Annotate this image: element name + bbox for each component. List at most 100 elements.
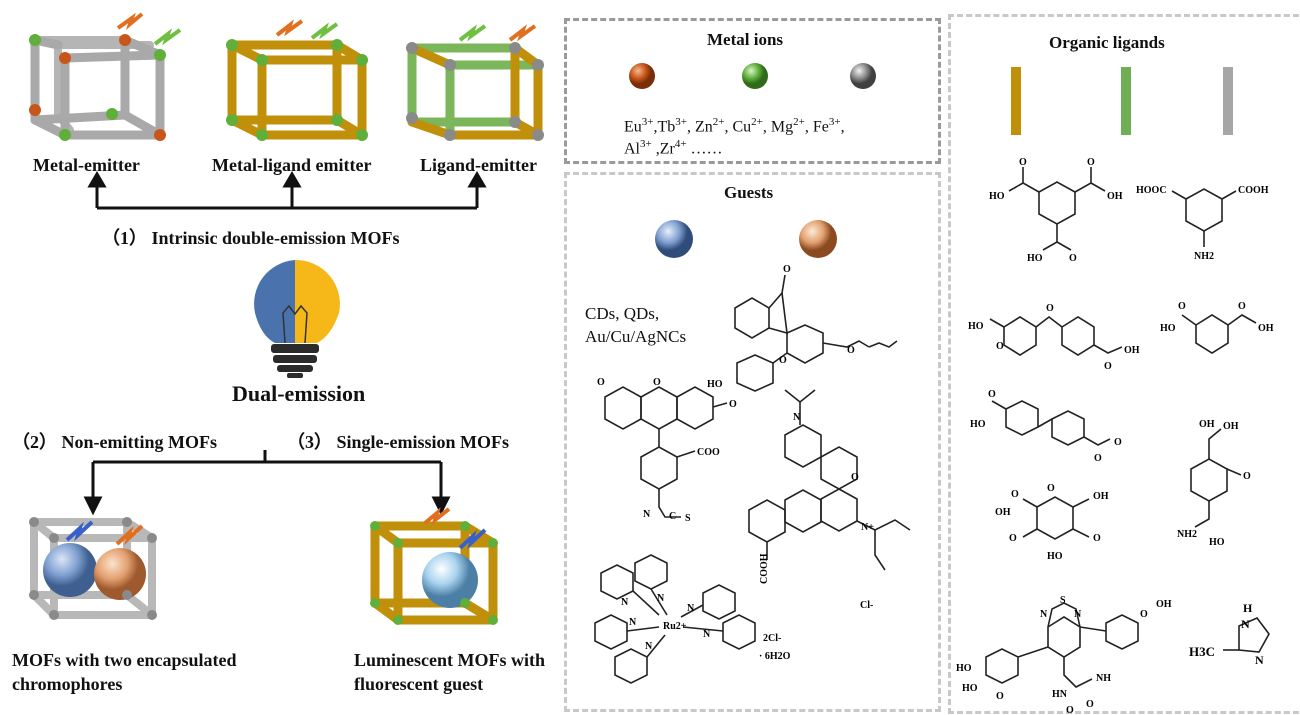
svg-text:HO: HO [707,379,723,390]
svg-text:O: O [847,345,855,356]
aminoisophthalic-acid-structure: HOOC COOH NH2 [1136,185,1269,262]
aminoterephthalic-acid-structure: OH OH O NH2 HO [1177,419,1251,548]
svg-text:NH2: NH2 [1194,251,1214,262]
svg-text:N: N [1040,609,1048,620]
svg-text:COOH: COOH [759,553,770,584]
svg-text:N: N [657,593,665,604]
svg-text:O: O [1066,705,1074,715]
svg-text:N: N [1255,653,1264,667]
svg-text:O: O [1140,609,1148,620]
ligand-bar-grey [1223,67,1233,135]
connector-guest [83,450,451,516]
svg-text:O: O [851,472,859,483]
svg-text:O: O [1094,453,1102,464]
connector-intrinsic [87,171,487,210]
svg-text:O: O [996,691,1004,702]
label-metal-ligand-emitter: Metal-ligand emitter [212,155,372,175]
metal-ions-panel: Metal ions Eu3+,Tb3+, Zn2+, Cu2+, Mg2+, … [564,18,941,164]
svg-text:NH2: NH2 [1177,529,1197,540]
svg-text:Cl-: Cl- [860,600,873,611]
svg-text:O: O [1047,483,1055,494]
oxybisbenzoic-acid-structure: HO OH O O O [968,303,1140,372]
svg-text:O: O [779,355,787,366]
svg-text:H: H [1243,601,1253,615]
label-metal-emitter: Metal-emitter [33,155,140,175]
dihydroxyterephthalic-acid-structure: O OH O OH O HO O [995,483,1109,562]
cube-ligand-emitter [406,24,544,141]
ligand-bar-green [1121,67,1131,135]
label-fluorescent-guest-1: Luminescent MOFs with [354,650,545,670]
svg-text:OH: OH [1107,191,1123,202]
svg-text:O: O [996,341,1004,352]
svg-text:HOOC: HOOC [1136,185,1167,196]
isophthalic-acid-structure: HO O O OH [1160,301,1274,354]
svg-text:HO: HO [1160,323,1176,334]
svg-text:N: N [703,629,711,640]
svg-text:HO: HO [962,683,978,694]
label-intrinsic-double-emission: （1） Intrinsic double-emission MOFs [102,228,400,248]
svg-text:O: O [653,377,661,388]
svg-text:O: O [1011,489,1019,500]
svg-text:HO: HO [1209,537,1225,548]
svg-text:O: O [1104,361,1112,372]
svg-text:HO: HO [1027,253,1043,264]
svg-text:N: N [621,597,629,608]
ligand-bar-gold [1011,67,1021,135]
svg-text:N: N [1241,617,1250,631]
guest-nanomaterials-line1: CDs, QDs, [585,304,660,323]
benzothiadiazole-ligand-structure: HO S N N OH O HO O NH HN O O [956,595,1172,715]
guest-nanomaterials-line2: Au/Cu/AgNCs [585,327,687,346]
cube-two-chromophores [29,517,157,620]
svg-text:O: O [1243,471,1251,482]
svg-text:Ru2+: Ru2+ [663,621,687,632]
ru-bipyridine-structure: N N N N N N Ru2+ 2Cl- · 6H2O [594,554,791,684]
label-fluorescent-guest-2: fluorescent guest [354,674,484,694]
svg-text:HO: HO [970,419,986,430]
metal-ions-list-line1: Eu3+,Tb3+, Zn2+, Cu2+, Mg2+, Fe3+, [624,116,845,136]
svg-text:O: O [1009,533,1017,544]
metal-ions-title: Metal ions [707,30,784,49]
ligand-color-bars [1011,67,1233,135]
svg-text:O: O [1093,533,1101,544]
svg-text:N: N [687,603,695,614]
fluorescein-acrylate-labels: HO [707,379,723,390]
svg-text:O: O [729,399,737,410]
fluorescein-acrylate-structure: O O O [734,264,898,392]
svg-text:· 6H2O: · 6H2O [759,651,791,662]
label-single-emission-mofs: （3） Single-emission MOFs [287,432,510,452]
label-dual-emission: Dual-emission [232,381,366,406]
svg-text:O: O [1178,301,1186,312]
svg-text:H3C: H3C [1189,644,1215,659]
svg-text:O: O [1086,699,1094,710]
svg-text:C: C [669,511,676,522]
cube-metal-ligand-emitter [226,19,368,141]
svg-text:HN: HN [1052,689,1068,700]
svg-text:O: O [988,389,996,400]
btc-structure: HO OH O O O HO [989,157,1123,264]
svg-text:NH: NH [1096,673,1111,684]
label-two-chromophores-2: chromophores [12,674,123,694]
metal-ions-list-line2: Al3+ ,Zr4+ …… [624,138,723,158]
svg-text:OH: OH [995,507,1011,518]
svg-text:HO: HO [956,663,972,674]
svg-text:O: O [1087,157,1095,168]
svg-text:OH: OH [1156,599,1172,610]
svg-text:HO: HO [989,191,1005,202]
svg-text:S: S [1060,595,1066,606]
guests-title: Guests [724,183,774,202]
biphenyldicarboxylic-acid-structure: O HO O O [970,389,1122,464]
svg-text:O: O [783,264,791,275]
svg-text:O: O [1069,253,1077,264]
metal-green-sphere [742,63,768,89]
svg-text:COOH: COOH [1238,185,1269,196]
rhodamine-b-structure: N O COOH N+ Cl- [748,389,911,611]
svg-text:O: O [1019,157,1027,168]
svg-text:N: N [793,412,801,423]
cube-fluorescent-guest [370,507,498,625]
guest-peach-sphere [799,220,837,258]
svg-text:OH: OH [1258,323,1274,334]
metal-orange-sphere [629,63,655,89]
svg-text:OH: OH [1199,419,1215,430]
svg-text:O: O [597,377,605,388]
label-ligand-emitter: Ligand-emitter [420,155,537,175]
